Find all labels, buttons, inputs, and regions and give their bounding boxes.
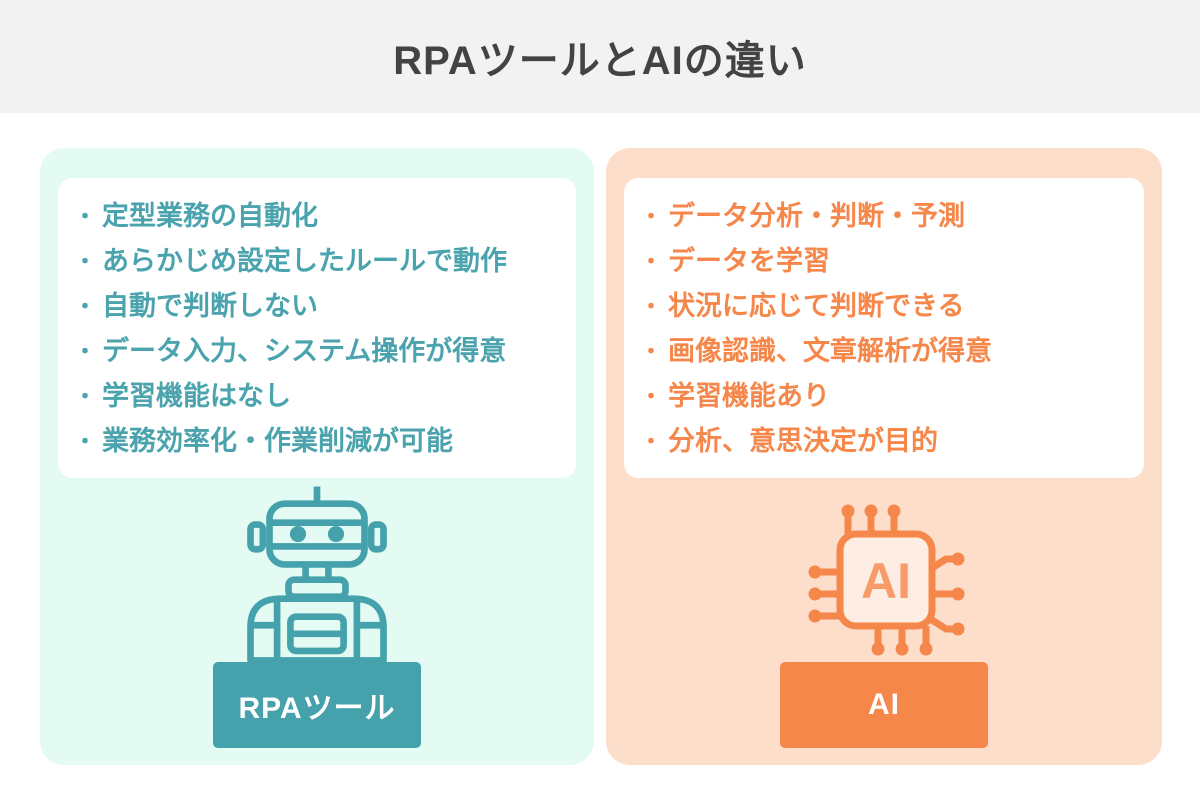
robot-icon [241,482,393,664]
rpa-feature-card: ・ 定型業務の自動化 ・ あらかじめ設定したルールで動作 ・ 自動で判断しない [58,178,576,478]
ai-panel: ・ データ分析・判断・予測 ・ データを学習 ・ 状況に応じて判断できる [606,148,1162,765]
ai-feature-item: ・ データ分析・判断・予測 [640,194,1130,239]
feature-text: 学習機能はなし [102,381,292,411]
feature-text: 学習機能あり [668,381,831,411]
ai-feature-item: ・ データを学習 [640,239,1130,284]
header-band: RPAツールとAIの違い [0,0,1200,113]
rpa-panel: ・ 定型業務の自動化 ・ あらかじめ設定したルールで動作 ・ 自動で判断しない [40,148,594,765]
feature-text: 定型業務の自動化 [102,201,319,231]
ai-feature-item: ・ 画像認識、文章解析が得意 [640,329,1130,374]
bullet-dot: ・ [640,294,663,319]
feature-text: 状況に応じて判断できる [668,291,965,321]
chip-label: AI [861,553,911,609]
bullet-dot: ・ [640,339,663,364]
rpa-feature-item: ・ 学習機能はなし [74,374,562,419]
ai-feature-list: ・ データ分析・判断・予測 ・ データを学習 ・ 状況に応じて判断できる [640,194,1130,464]
ai-chip-icon: AI [798,502,970,658]
bullet-dot: ・ [74,204,97,229]
bullet-dot: ・ [74,294,97,319]
bullet-dot: ・ [74,249,97,274]
ai-label: AI [780,662,988,748]
bullet-dot: ・ [640,429,663,454]
robot-icon-svg [247,486,387,664]
bullet-dot: ・ [74,429,97,454]
feature-text: 画像認識、文章解析が得意 [668,336,993,366]
rpa-feature-item: ・ 自動で判断しない [74,284,562,329]
page-title: RPAツールとAIの違い [393,38,807,83]
rpa-label: RPAツール [213,662,421,748]
rpa-feature-item: ・ 定型業務の自動化 [74,194,562,239]
bullet-dot: ・ [74,384,97,409]
feature-text: データ分析・判断・予測 [668,201,966,231]
ai-chip-icon-svg: AI [808,504,965,656]
ai-feature-item: ・ 状況に応じて判断できる [640,284,1130,329]
feature-text: 自動で判断しない [102,291,319,321]
feature-text: 分析、意思決定が目的 [668,426,939,456]
rpa-feature-item: ・ あらかじめ設定したルールで動作 [74,239,562,284]
bullet-dot: ・ [640,384,663,409]
feature-text: データを学習 [668,246,831,276]
bullet-dot: ・ [74,339,97,364]
feature-text: 業務効率化・作業削減が可能 [102,426,454,456]
ai-feature-item: ・ 学習機能あり [640,374,1130,419]
rpa-feature-item: ・ 業務効率化・作業削減が可能 [74,419,562,464]
ai-feature-item: ・ 分析、意思決定が目的 [640,419,1130,464]
rpa-feature-item: ・ データ入力、システム操作が得意 [74,329,562,374]
feature-text: あらかじめ設定したルールで動作 [102,246,508,276]
feature-text: データ入力、システム操作が得意 [102,336,507,366]
ai-feature-card: ・ データ分析・判断・予測 ・ データを学習 ・ 状況に応じて判断できる [624,178,1144,478]
bullet-dot: ・ [640,249,663,274]
bullet-dot: ・ [640,204,663,229]
rpa-feature-list: ・ 定型業務の自動化 ・ あらかじめ設定したルールで動作 ・ 自動で判断しない [74,194,562,464]
